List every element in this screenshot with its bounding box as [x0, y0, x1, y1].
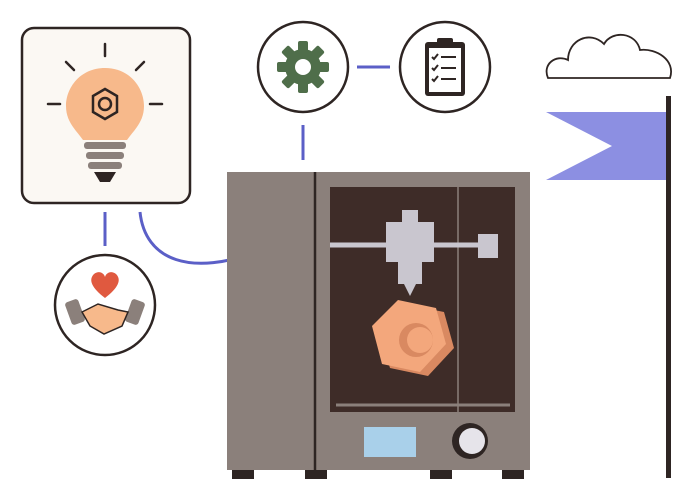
printer-screen	[364, 427, 416, 457]
print-head	[386, 210, 434, 296]
heart-icon	[91, 272, 119, 298]
clipboard-badge	[398, 20, 492, 114]
handshake-badge	[53, 253, 157, 357]
flag	[546, 96, 671, 478]
clipboard-icon	[425, 38, 465, 96]
cloud-icon	[545, 34, 672, 79]
gear-icon	[277, 41, 329, 93]
printer-knob	[452, 423, 488, 459]
3d-printer	[227, 172, 530, 479]
lightbulb-icon	[46, 42, 164, 182]
lightbulb-card	[20, 26, 192, 205]
gear-badge	[256, 20, 350, 114]
hex-nut-print	[372, 300, 454, 376]
handshake-icon	[65, 299, 145, 335]
printer-feet	[232, 470, 524, 479]
